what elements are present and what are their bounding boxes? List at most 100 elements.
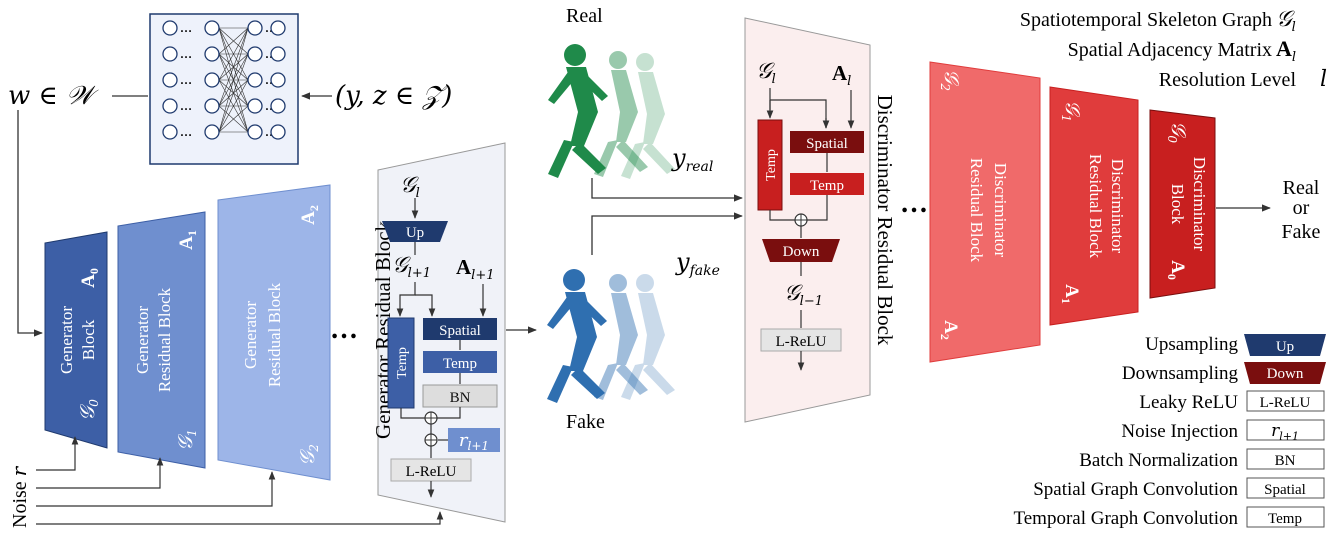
mlp-node bbox=[247, 20, 263, 36]
disc-block2-line2: Residual Block bbox=[967, 158, 986, 263]
disc-res-skip bbox=[769, 210, 795, 221]
mlp-node bbox=[270, 98, 286, 114]
mlp-node bbox=[247, 124, 263, 140]
mapping-network: ………………………… bbox=[149, 13, 299, 165]
generator-ellipsis: … bbox=[330, 314, 358, 345]
output-or: or bbox=[1293, 197, 1310, 219]
generator-block-2 bbox=[217, 184, 331, 481]
gen-res-main-to-add bbox=[437, 407, 461, 419]
disc-res-down-block bbox=[762, 239, 840, 262]
gen-block0-matrix: A0 bbox=[78, 268, 101, 288]
legend-up-box bbox=[1244, 334, 1326, 356]
gen-res-g-out: 𝒢l+1 bbox=[392, 253, 431, 281]
mlp-node bbox=[204, 46, 220, 62]
output-real: Real bbox=[1283, 177, 1320, 199]
mlp-node bbox=[270, 46, 286, 62]
mlp-dots: … bbox=[180, 125, 192, 139]
gen-res-temp-vertical-label: Temp bbox=[395, 347, 410, 379]
disc-ellipsis: … bbox=[900, 188, 928, 219]
disc-block0-line2: Block bbox=[1168, 184, 1187, 225]
gen-res-noise-label: rl+1 bbox=[459, 430, 489, 453]
mlp-node bbox=[270, 20, 286, 36]
gen-res-arrow-to-temp bbox=[396, 282, 416, 317]
disc-block2-line1: Discriminator bbox=[991, 163, 1010, 258]
legend-temp-box bbox=[1246, 506, 1325, 528]
fake-skeleton-figure bbox=[547, 269, 675, 403]
noise-arrow-0 bbox=[36, 436, 79, 471]
mlp-edge bbox=[218, 27, 249, 55]
legend-down-box bbox=[1244, 362, 1326, 384]
gen-res-skip bbox=[400, 408, 425, 419]
disc-block0-graph: 𝒢0 bbox=[1165, 121, 1191, 143]
mlp-edge bbox=[218, 53, 249, 133]
legend-bn-box-label: BN bbox=[1275, 453, 1296, 469]
gen-block0-line1: Generator bbox=[57, 306, 76, 374]
y-real-label: yreal bbox=[671, 144, 713, 175]
real-skeleton-figure bbox=[548, 44, 675, 179]
mlp-node bbox=[162, 98, 178, 114]
gen-res-g-in: 𝒢l bbox=[400, 173, 420, 201]
disc-res-lrelu-label: L-ReLU bbox=[776, 334, 827, 350]
gen-block1-graph: 𝒢1 bbox=[173, 429, 199, 451]
w-to-generator-arrow bbox=[17, 110, 43, 337]
legend-temp-label: Temporal Graph Convolution bbox=[1013, 508, 1238, 529]
mlp-edge bbox=[218, 27, 249, 107]
gen-block2-graph: 𝒢2 bbox=[295, 444, 321, 466]
disc-res-a: Al bbox=[832, 61, 851, 89]
disc-block2-matrix: A2 bbox=[938, 320, 961, 340]
fake-to-disc-arrow bbox=[591, 212, 743, 255]
disc-block1-line2: Residual Block bbox=[1086, 154, 1105, 259]
mlp-node bbox=[204, 124, 220, 140]
mlp-node bbox=[247, 72, 263, 88]
legend-graph-sym: 𝒢l bbox=[1276, 7, 1296, 35]
legend-temp-box-label: Temp bbox=[1268, 511, 1302, 527]
fake-label: Fake bbox=[566, 411, 605, 433]
disc-res-down-label: Down bbox=[783, 244, 820, 260]
gen-block1-matrix: A1 bbox=[176, 230, 199, 250]
disc-block0-matrix: A0 bbox=[1165, 260, 1188, 280]
gen-res-up-block bbox=[382, 221, 448, 242]
output-fake: Fake bbox=[1282, 221, 1321, 243]
gen-res-a: Al+1 bbox=[456, 255, 495, 283]
disc-res-temp-vertical bbox=[757, 119, 783, 211]
gen-block2-line1: Generator bbox=[241, 301, 260, 369]
gen-res-lrelu-label: L-ReLU bbox=[406, 464, 457, 480]
mlp-node bbox=[270, 72, 286, 88]
disc-block1-graph: 𝒢1 bbox=[1059, 100, 1085, 122]
disc-residual-title: Discriminator Residual Block bbox=[873, 95, 897, 346]
gen-res-noise-box bbox=[448, 428, 500, 452]
legend-res-label: Resolution Level bbox=[1159, 69, 1297, 91]
noise-arrow-3 bbox=[36, 511, 444, 525]
gen-block0-line2: Block bbox=[79, 319, 98, 360]
gen-res-spatial bbox=[423, 318, 497, 340]
legend-down-box-label: Down bbox=[1267, 366, 1304, 382]
mlp-edge bbox=[218, 27, 249, 133]
legend-bn-box bbox=[1246, 448, 1325, 470]
disc-block-2 bbox=[929, 61, 1041, 363]
gen-block1-line1: Generator bbox=[133, 306, 152, 374]
noise-arrow-1 bbox=[36, 457, 164, 489]
disc-block1-line1: Discriminator bbox=[1108, 159, 1127, 254]
legend-spatial-box bbox=[1246, 477, 1325, 499]
gen-res-bn-label: BN bbox=[450, 390, 471, 406]
gen-block1-line2: Residual Block bbox=[155, 287, 174, 392]
mlp-dots: … bbox=[180, 73, 192, 87]
legend-adj-label: Spatial Adjacency Matrix bbox=[1068, 39, 1272, 61]
mlp-dots: … bbox=[180, 21, 192, 35]
legend-res-sym: l bbox=[1320, 67, 1327, 92]
legend-noise-box bbox=[1246, 419, 1325, 441]
gen-block0-graph: 𝒢0 bbox=[75, 399, 101, 421]
mlp-node bbox=[162, 20, 178, 36]
mlp-edge bbox=[218, 79, 249, 133]
legend-noise-box-label: rl+1 bbox=[1271, 421, 1299, 443]
mlp-node bbox=[204, 20, 220, 36]
disc-block-1 bbox=[1049, 86, 1139, 326]
w-input-label: w ∈ 𝒲 bbox=[8, 81, 99, 111]
disc-res-temp-vertical-label: Temp bbox=[764, 149, 779, 181]
yz-input-label: (y, z ∈ 𝒵) bbox=[335, 81, 452, 111]
real-label: Real bbox=[566, 5, 603, 27]
generator-block-1 bbox=[117, 211, 206, 469]
legend-spatial-box-label: Spatial bbox=[1264, 482, 1306, 498]
gen-block2-matrix: A2 bbox=[298, 205, 321, 225]
